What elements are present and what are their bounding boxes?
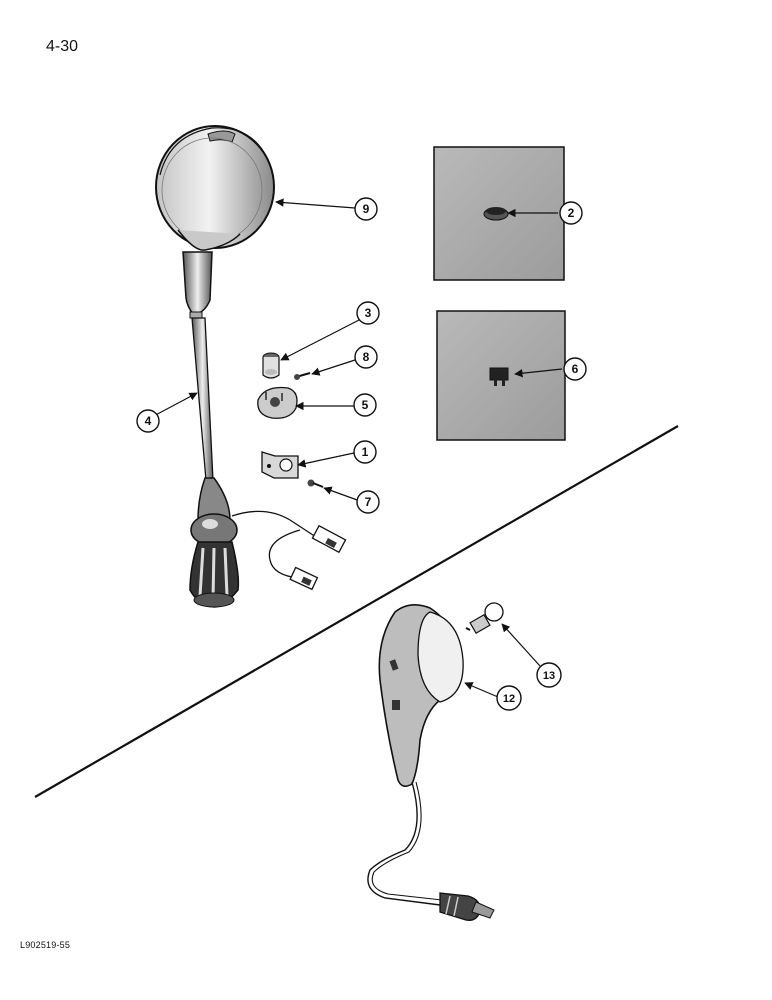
- callout-label-1: 1: [362, 445, 369, 459]
- work-lamp-illustration: [155, 125, 347, 608]
- sleeve-part: [262, 352, 280, 379]
- callout-label-6: 6: [572, 362, 579, 376]
- callout-label-13: 13: [543, 670, 555, 682]
- fuse-box: [436, 310, 566, 441]
- clamp-part: [257, 386, 298, 419]
- callout-label-9: 9: [363, 202, 370, 216]
- callout-3: 3: [356, 301, 380, 325]
- callout-12: 12: [496, 685, 522, 711]
- callout-label-5: 5: [362, 398, 369, 412]
- bolt-part: [307, 479, 324, 488]
- callout-label-4: 4: [145, 414, 152, 428]
- leader-lines: [149, 198, 563, 698]
- callout-13: 13: [536, 662, 562, 688]
- divider-line: [34, 425, 679, 798]
- callout-label-2: 2: [568, 206, 575, 220]
- figure-code: L902519-55: [20, 940, 71, 950]
- callout-8: 8: [354, 345, 378, 369]
- callout-5: 5: [353, 393, 377, 417]
- bulb-part: [465, 602, 504, 635]
- callout-label-7: 7: [365, 495, 372, 509]
- callout-label-8: 8: [363, 350, 370, 364]
- callout-6: 6: [563, 357, 587, 381]
- bracket-part: [261, 451, 299, 479]
- screw-part: [294, 372, 311, 380]
- callout-4: 4: [136, 409, 160, 433]
- callout-7: 7: [356, 490, 380, 514]
- page-number: 4-30: [46, 38, 79, 55]
- callout-9: 9: [354, 197, 378, 221]
- callout-label-12: 12: [503, 693, 515, 705]
- callout-label-3: 3: [365, 306, 372, 320]
- portable-lamp-illustration: [367, 604, 495, 921]
- callout-2: 2: [559, 201, 583, 225]
- callout-1: 1: [353, 440, 377, 464]
